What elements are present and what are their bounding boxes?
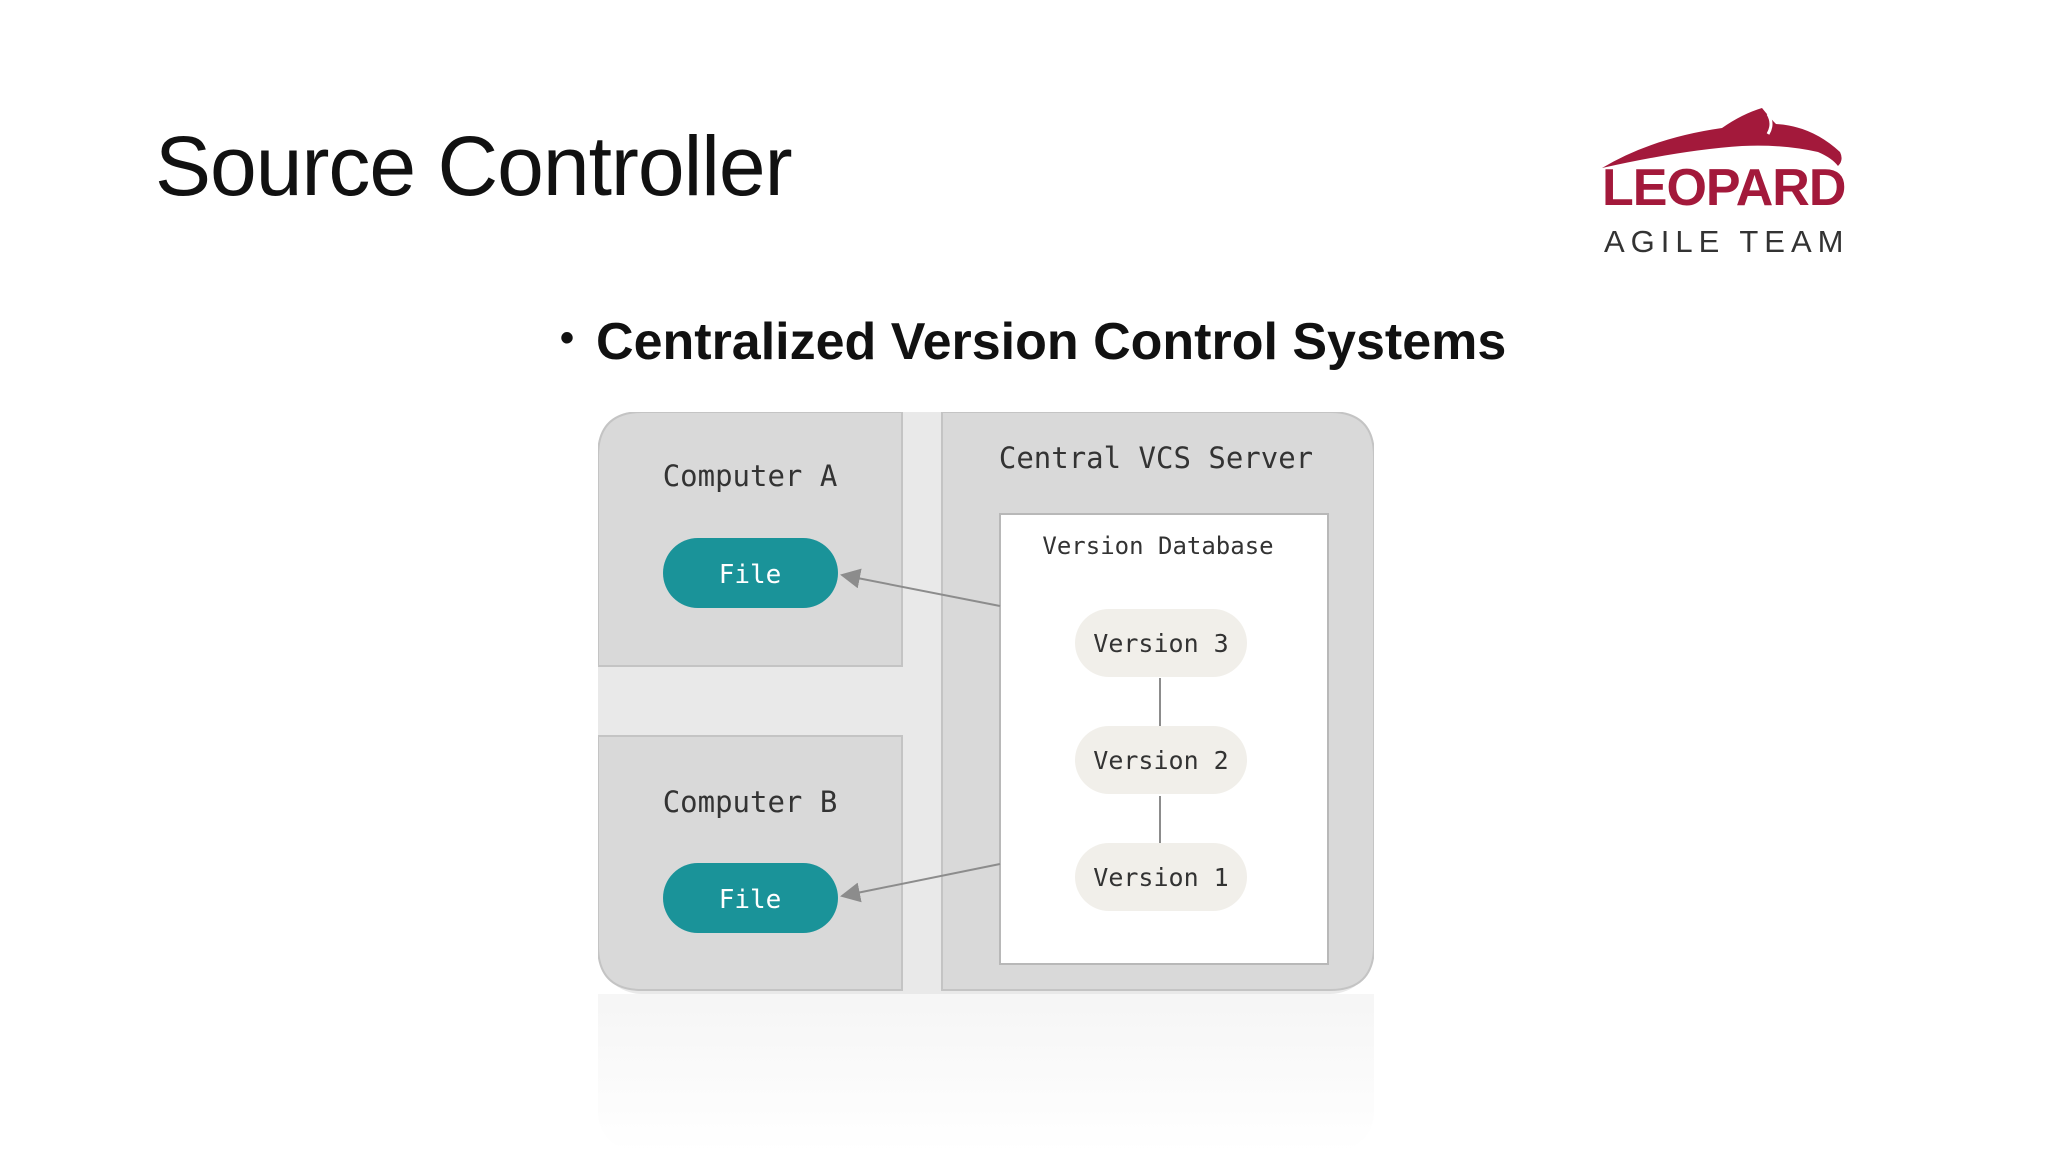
- computer-b-panel: Computer B File: [598, 735, 903, 991]
- computer-b-file-label: File: [719, 885, 782, 915]
- bullet-point: • Centralized Version Control Systems: [560, 312, 1506, 372]
- computer-b-label: Computer B: [663, 785, 838, 819]
- version-3-label: Version 3: [1093, 629, 1228, 658]
- computer-a-file-pill: [663, 538, 838, 608]
- version-1-pill: [1075, 843, 1247, 911]
- central-server-panel: Central VCS Server Version Database Vers…: [941, 412, 1374, 991]
- checkout-arrow-a: [840, 568, 1001, 607]
- leopard-logo: LEOPARD AGILE TEAM: [1592, 100, 1852, 260]
- version-1-label: Version 1: [1093, 863, 1228, 892]
- checkout-arrow-b: [840, 863, 1001, 903]
- version-2-pill: [1075, 726, 1247, 794]
- computer-a-label: Computer A: [663, 459, 838, 493]
- central-server-label: Central VCS Server: [999, 441, 1313, 475]
- version-3-pill: [1075, 609, 1247, 677]
- cvcs-diagram: Computer A File Computer B File Central …: [598, 412, 1374, 994]
- computer-a-panel: Computer A File: [598, 412, 903, 667]
- slide-title: Source Controller: [155, 119, 793, 213]
- diagram-reflection: [598, 994, 1374, 1152]
- computer-b-file-pill: [663, 863, 838, 933]
- logo-wordmark: LEOPARD: [1602, 159, 1846, 217]
- computer-a-file-label: File: [719, 560, 782, 590]
- bullet-dot-icon: •: [560, 316, 575, 360]
- version-2-label: Version 2: [1093, 746, 1228, 775]
- version-database-label: Version Database: [1042, 532, 1273, 560]
- leopard-icon: [1602, 108, 1842, 168]
- bullet-text: Centralized Version Control Systems: [596, 313, 1507, 371]
- logo-tagline: AGILE TEAM: [1604, 224, 1850, 259]
